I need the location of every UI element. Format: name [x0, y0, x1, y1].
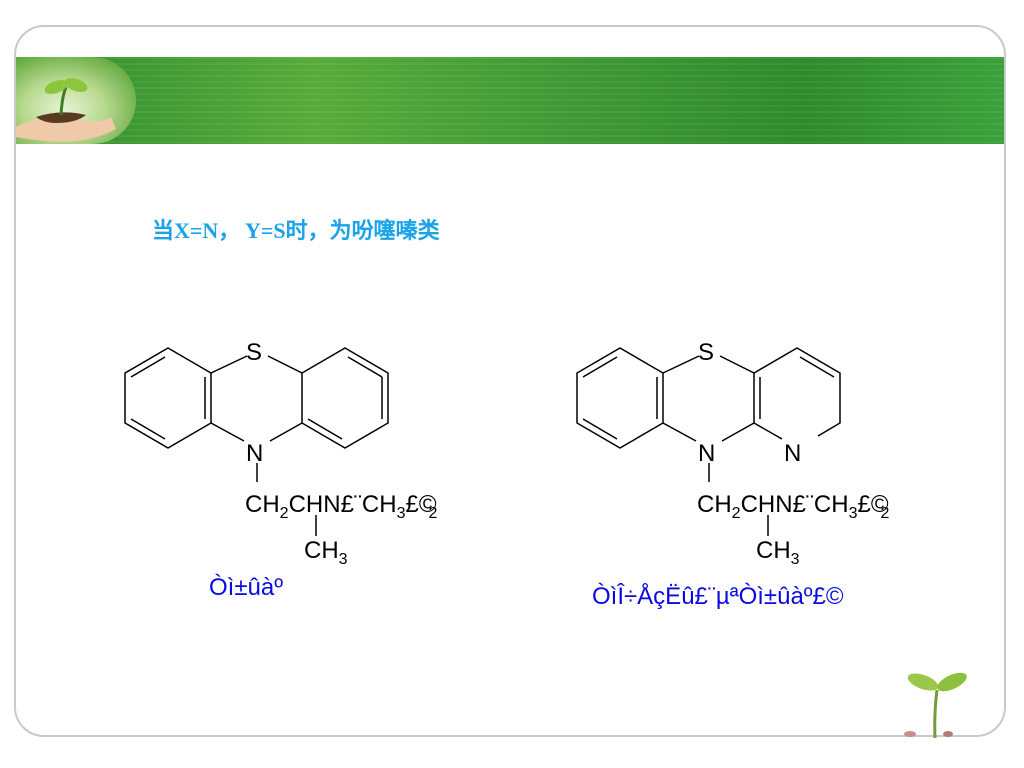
right-benzene-ring — [301, 347, 389, 449]
left-benzene-ring — [576, 347, 664, 449]
double-bond — [799, 356, 835, 378]
atom-n: N — [246, 440, 263, 467]
side-chain-text: CH2CHN£¨CH3£©2 — [245, 491, 438, 522]
double-bond — [307, 418, 343, 440]
left-benzene-ring — [124, 347, 212, 449]
atom-s: S — [698, 339, 714, 366]
branch-ch3: CH3 — [756, 537, 800, 568]
bond-n-c — [721, 422, 755, 442]
double-bond — [582, 356, 618, 378]
banner-stripes — [16, 57, 1004, 144]
atom-n-pyridine: N — [784, 440, 801, 467]
subscript: 3 — [849, 505, 858, 522]
ch3-label: CH — [756, 537, 791, 564]
structure-left-labels: S N CH2CHN£¨CH3£©2 CH3 — [245, 339, 438, 568]
slide-heading: 当X=N， Y=S时，为吩噻嗪类 — [152, 218, 440, 243]
side-chain-text: CH2CHN£¨CH3£©2 — [697, 491, 890, 522]
bond-c-s — [662, 355, 700, 374]
ch2-label: CH — [697, 491, 732, 518]
pyridine-ring — [753, 347, 841, 437]
seedling-hand-photo — [16, 57, 136, 144]
double-bond — [347, 356, 383, 378]
subscript: 2 — [429, 505, 438, 522]
caption-right: ÒìÎ÷ÅçËû£¨µªÒì±ûàº£© — [592, 583, 844, 610]
ch2-label: CH — [245, 491, 280, 518]
seedling-hand-icon — [16, 78, 116, 142]
subscript: 2 — [280, 505, 289, 522]
subscript: 2 — [732, 505, 741, 522]
atom-s: S — [246, 339, 262, 366]
branch-ch3: CH3 — [304, 537, 348, 568]
caption-left: Òì±ûàº — [209, 574, 283, 601]
double-bond — [130, 356, 166, 378]
structure-right-labels: S N N CH2CHN£¨CH3£©2 CH3 — [697, 339, 890, 568]
subscript: 2 — [881, 505, 890, 522]
subscript: 3 — [339, 551, 348, 568]
bond-n-c — [269, 422, 303, 442]
chn-label: CHN£¨CH — [289, 491, 397, 518]
ch3-label: CH — [304, 537, 339, 564]
seedling-icon — [904, 672, 967, 738]
bond-s-c — [267, 355, 303, 374]
bond-c-s — [210, 355, 248, 374]
double-bond — [582, 418, 618, 440]
header-banner — [16, 57, 1004, 144]
bond-c-n — [210, 422, 245, 442]
atom-n: N — [698, 440, 715, 467]
chn-label: CHN£¨CH — [741, 491, 849, 518]
structure-left — [124, 347, 389, 536]
paren-label: £© — [857, 491, 888, 518]
paren-label: £© — [405, 491, 436, 518]
structure-right — [576, 347, 841, 536]
subscript: 3 — [791, 551, 800, 568]
bond-c-n — [662, 422, 697, 442]
double-bond — [130, 418, 166, 440]
bond-s-c — [719, 355, 755, 374]
subscript: 3 — [397, 505, 406, 522]
bond-c-n-ring — [753, 422, 783, 440]
